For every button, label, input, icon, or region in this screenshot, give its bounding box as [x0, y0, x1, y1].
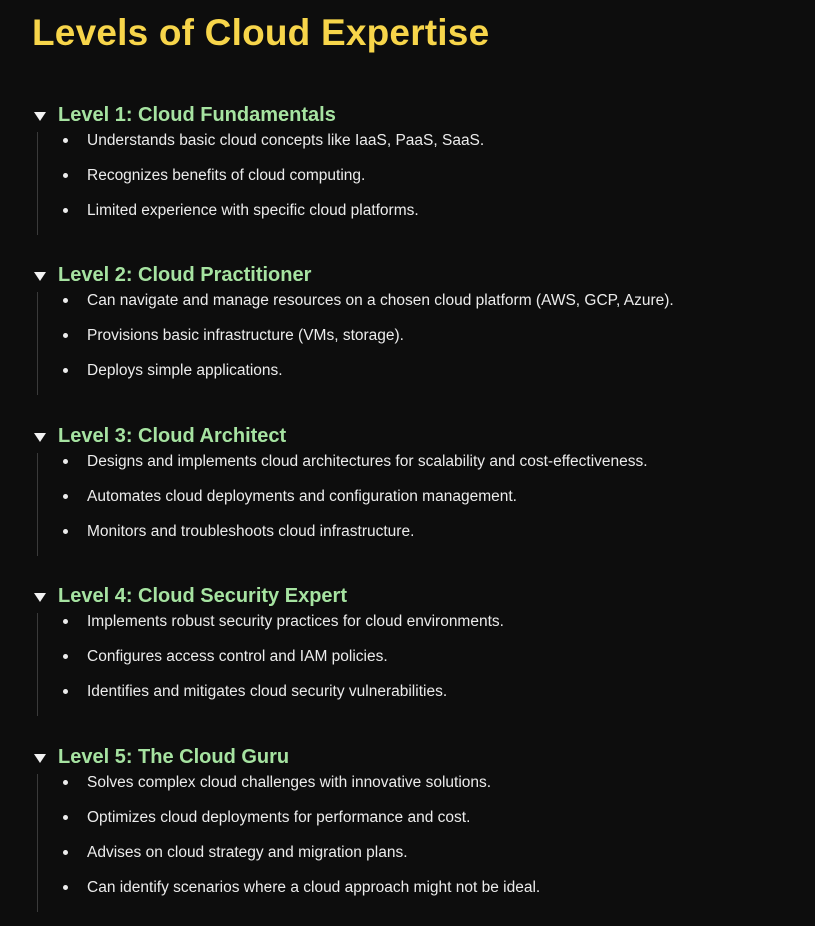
- bullet-dot-icon: [63, 529, 68, 534]
- bullet-dot-icon: [63, 619, 68, 624]
- bullet-dot-icon: [63, 494, 68, 499]
- level-divider-line: [37, 453, 38, 556]
- list-item: Limited experience with specific cloud p…: [58, 193, 484, 228]
- list-item-text: Configures access control and IAM polici…: [87, 648, 388, 665]
- bullet-dot-icon: [63, 654, 68, 659]
- bullet-dot-icon: [63, 368, 68, 373]
- bullet-dot-icon: [63, 138, 68, 143]
- level-item-list: Solves complex cloud challenges with inn…: [58, 765, 540, 905]
- bullet-dot-icon: [63, 298, 68, 303]
- bullet-dot-icon: [63, 459, 68, 464]
- list-item-text: Identifies and mitigates cloud security …: [87, 683, 448, 700]
- list-item-text: Deploys simple applications.: [87, 362, 283, 379]
- caret-down-icon[interactable]: [34, 753, 46, 763]
- list-item-text: Can navigate and manage resources on a c…: [87, 292, 674, 309]
- level-item-list: Designs and implements cloud architectur…: [58, 444, 648, 549]
- level-item-list: Understands basic cloud concepts like Ia…: [58, 123, 484, 228]
- level-toggle-5[interactable]: Level 5: The Cloud Guru: [32, 744, 289, 770]
- level-toggle-3[interactable]: Level 3: Cloud Architect: [32, 423, 286, 449]
- list-item: Identifies and mitigates cloud security …: [58, 674, 504, 709]
- list-item: Understands basic cloud concepts like Ia…: [58, 123, 484, 158]
- list-item: Configures access control and IAM polici…: [58, 639, 504, 674]
- level-divider-line: [37, 613, 38, 716]
- level-title: Level 1: Cloud Fundamentals: [58, 103, 336, 126]
- level-title: Level 2: Cloud Practitioner: [58, 263, 312, 286]
- list-item: Optimizes cloud deployments for performa…: [58, 800, 540, 835]
- caret-down-icon[interactable]: [34, 271, 46, 281]
- list-item: Monitors and troubleshoots cloud infrast…: [58, 514, 648, 549]
- level-item-list: Implements robust security practices for…: [58, 604, 504, 709]
- level-divider-line: [37, 132, 38, 235]
- bullet-dot-icon: [63, 208, 68, 213]
- level-title: Level 3: Cloud Architect: [58, 424, 287, 447]
- level-divider-line: [37, 292, 38, 395]
- list-item-text: Recognizes benefits of cloud computing.: [87, 167, 366, 184]
- page-title: Levels of Cloud Expertise: [32, 12, 490, 53]
- list-item-text: Automates cloud deployments and configur…: [87, 488, 517, 505]
- list-item: Automates cloud deployments and configur…: [58, 479, 648, 514]
- list-item: Designs and implements cloud architectur…: [58, 444, 648, 479]
- list-item: Implements robust security practices for…: [58, 604, 504, 639]
- list-item-text: Optimizes cloud deployments for performa…: [87, 809, 471, 826]
- level-title: Level 5: The Cloud Guru: [58, 745, 290, 768]
- list-item: Deploys simple applications.: [58, 353, 674, 388]
- list-item-text: Understands basic cloud concepts like Ia…: [87, 132, 485, 149]
- list-item-text: Designs and implements cloud architectur…: [87, 453, 648, 470]
- level-toggle-2[interactable]: Level 2: Cloud Practitioner: [32, 262, 311, 288]
- caret-down-icon[interactable]: [34, 592, 46, 602]
- level-item-list: Can navigate and manage resources on a c…: [58, 283, 674, 388]
- list-item-text: Implements robust security practices for…: [87, 613, 504, 630]
- list-item-text: Monitors and troubleshoots cloud infrast…: [87, 523, 415, 540]
- bullet-dot-icon: [63, 333, 68, 338]
- level-toggle-1[interactable]: Level 1: Cloud Fundamentals: [32, 102, 336, 128]
- list-item: Solves complex cloud challenges with inn…: [58, 765, 540, 800]
- level-title: Level 4: Cloud Security Expert: [58, 584, 347, 607]
- list-item: Can navigate and manage resources on a c…: [58, 283, 674, 318]
- caret-down-icon[interactable]: [34, 111, 46, 121]
- bullet-dot-icon: [63, 173, 68, 178]
- caret-down-icon[interactable]: [34, 432, 46, 442]
- list-item-text: Can identify scenarios where a cloud app…: [87, 879, 541, 896]
- list-item-text: Solves complex cloud challenges with inn…: [87, 774, 492, 791]
- list-item: Can identify scenarios where a cloud app…: [58, 870, 540, 905]
- bullet-dot-icon: [63, 689, 68, 694]
- list-item: Provisions basic infrastructure (VMs, st…: [58, 318, 674, 353]
- bullet-dot-icon: [63, 850, 68, 855]
- list-item-text: Provisions basic infrastructure (VMs, st…: [87, 327, 404, 344]
- bullet-dot-icon: [63, 885, 68, 890]
- level-toggle-4[interactable]: Level 4: Cloud Security Expert: [32, 583, 347, 609]
- list-item: Recognizes benefits of cloud computing.: [58, 158, 484, 193]
- list-item-text: Advises on cloud strategy and migration …: [87, 844, 408, 861]
- level-divider-line: [37, 774, 38, 912]
- list-item: Advises on cloud strategy and migration …: [58, 835, 540, 870]
- list-item-text: Limited experience with specific cloud p…: [87, 202, 419, 219]
- bullet-dot-icon: [63, 815, 68, 820]
- bullet-dot-icon: [63, 780, 68, 785]
